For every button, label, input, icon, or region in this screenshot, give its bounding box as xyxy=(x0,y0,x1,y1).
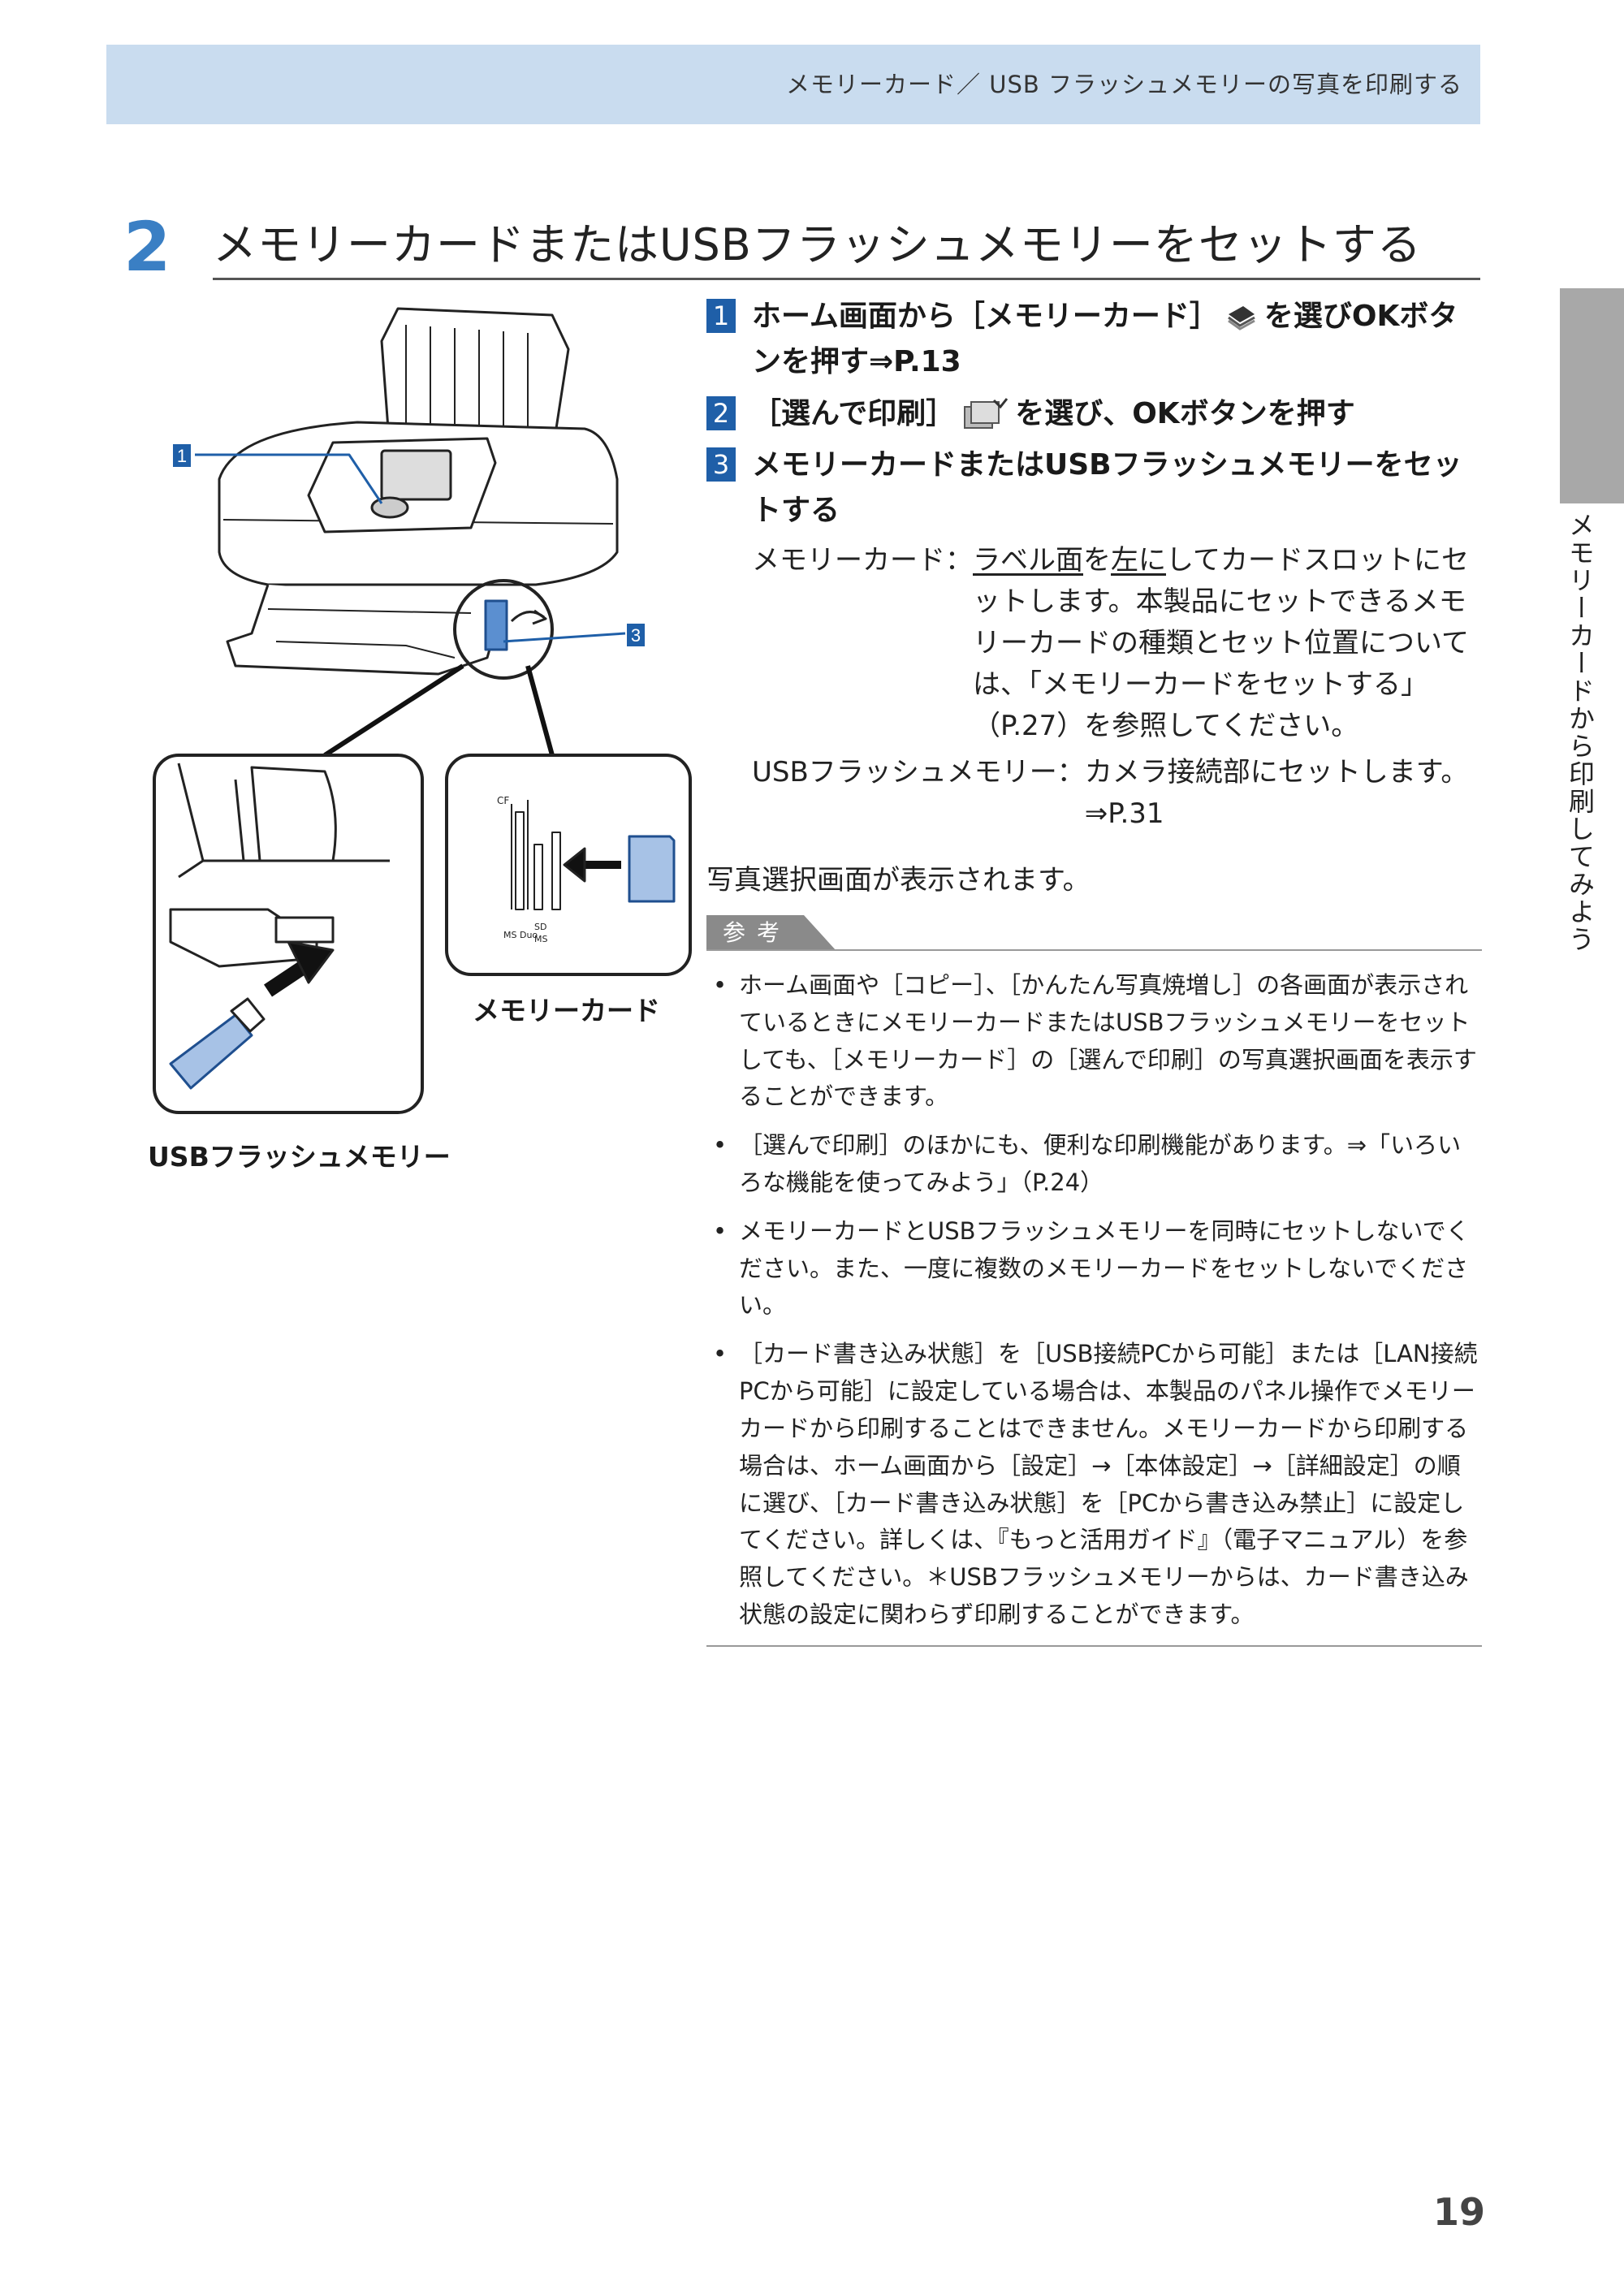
result-text: 写真選択画面が表示されます。 xyxy=(706,863,1091,896)
header-band: メモリーカード／ USB フラッシュメモリーの写真を印刷する xyxy=(106,45,1480,124)
select-print-icon xyxy=(964,397,1009,429)
slot-label-ms-duo: MS Duo xyxy=(503,930,538,940)
reference-top-rule xyxy=(706,948,1482,951)
reference-list: ホーム画面や［コピー］、［かんたん写真焼増し］の各画面が表示されているときにメモ… xyxy=(706,967,1482,1634)
step-3-details: メモリーカード： ラベル面を左にしてカードスロットにセットします。本製品にセット… xyxy=(706,540,1482,835)
page-number: 19 xyxy=(1433,2190,1486,2234)
section-divider xyxy=(213,278,1480,280)
callout-1: 1 xyxy=(177,446,187,466)
section-title: メモリーカードまたはUSBフラッシュメモリーをセットする xyxy=(213,219,1422,270)
step-3-text: メモリーカードまたはUSBフラッシュメモリーをセットする xyxy=(752,448,1462,528)
detail-memory-card: メモリーカード： ラベル面を左にしてカードスロットにセットします。本製品にセット… xyxy=(752,540,1482,747)
step-2: 2 ［選んで印刷］を選び、OKボタンを押す xyxy=(706,391,1482,437)
reference-item: メモリーカードとUSBフラッシュメモリーを同時にセットしないでください。また、一… xyxy=(706,1213,1482,1324)
slot-label-sd: SD xyxy=(534,922,546,932)
steps-column: 1 ホーム画面から［メモリーカード］を選びOKボタンを押す⇒P.13 2 ［選ん… xyxy=(706,294,1482,1647)
step-1-text: ホーム画面から［メモリーカード］を選びOKボタンを押す⇒P.13 xyxy=(752,300,1458,378)
detail-memory-card-label: メモリーカード： xyxy=(752,543,973,577)
slot-label-cf: CF xyxy=(497,795,509,806)
printer-illustration: 1 3 CF MS Duo SD MS xyxy=(153,307,692,1114)
reference-header: 参考 xyxy=(706,914,1482,951)
reference-item: ［選んで印刷］のほかにも、便利な印刷機能があります。⇒「いろいろな機能を使ってみ… xyxy=(706,1127,1482,1202)
step-1: 1 ホーム画面から［メモリーカード］を選びOKボタンを押す⇒P.13 xyxy=(706,294,1482,385)
detail-usb-body: カメラ接続部にセットします。⇒P.31 xyxy=(1084,755,1469,830)
section-number: 2 xyxy=(123,207,171,287)
detail-usb-ref[interactable]: ⇒P.31 xyxy=(1084,797,1164,830)
step-3: 3 メモリーカードまたはUSBフラッシュメモリーをセットする xyxy=(706,443,1482,534)
reference-item: ［カード書き込み状態］を［USB接続PCから可能］または［LAN接続PCから可能… xyxy=(706,1336,1482,1634)
detail-usb-label: USBフラッシュメモリー： xyxy=(752,755,1085,788)
usb-caption: USBフラッシュメモリー xyxy=(148,1141,451,1173)
reference-bottom-rule xyxy=(706,1644,1482,1647)
slot-label-ms: MS xyxy=(534,934,547,944)
reference-tag: 参考 xyxy=(706,914,836,951)
step-3-badge: 3 xyxy=(706,447,736,482)
breadcrumb: メモリーカード／ USB フラッシュメモリーの写真を印刷する xyxy=(786,71,1462,98)
memory-card-caption: メモリーカード xyxy=(473,995,660,1026)
detail-usb: USBフラッシュメモリー： カメラ接続部にセットします。⇒P.31 xyxy=(752,752,1482,835)
step-1-badge: 1 xyxy=(706,299,736,333)
side-tab-marker xyxy=(1560,288,1624,503)
step-2-badge: 2 xyxy=(706,395,736,430)
detail-memory-card-body: ラベル面を左にしてカードスロットにセットします。本製品にセットできるメモリーカー… xyxy=(973,543,1469,742)
step-2-text: ［選んで印刷］を選び、OKボタンを押す xyxy=(752,391,1482,437)
side-tab-label: メモリーカードから印刷してみよう xyxy=(1565,512,1596,953)
memory-card-icon xyxy=(1228,306,1255,330)
reference-item: ホーム画面や［コピー］、［かんたん写真焼増し］の各画面が表示されているときにメモ… xyxy=(706,967,1482,1116)
callout-3: 3 xyxy=(631,625,641,646)
